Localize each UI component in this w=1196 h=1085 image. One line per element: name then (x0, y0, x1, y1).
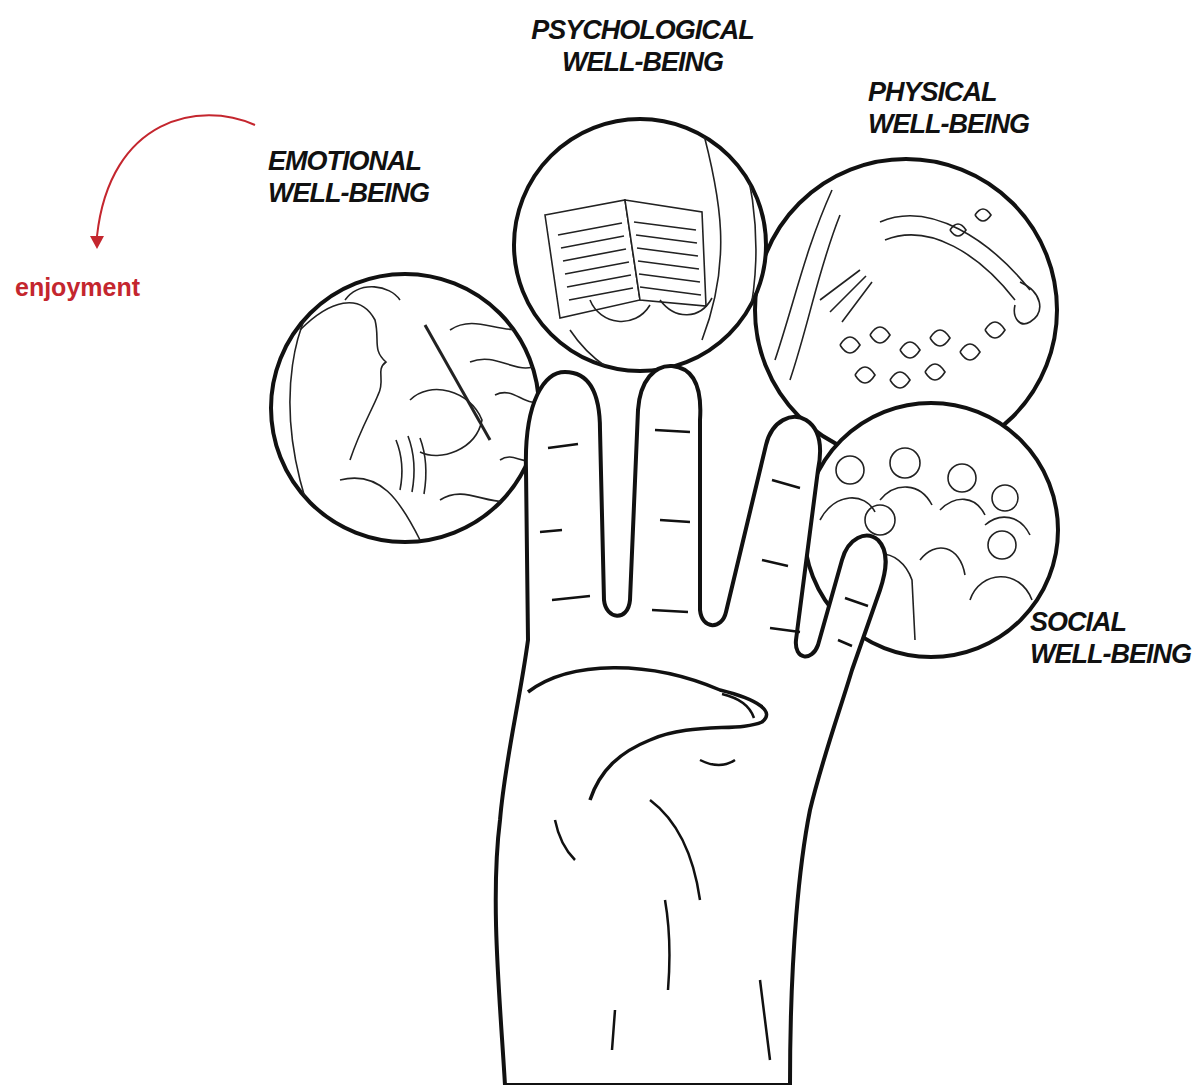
circle-shape (271, 274, 539, 542)
circle-shape (804, 403, 1058, 657)
category-heading: PSYCHOLOGICAL WELL-BEING (505, 14, 780, 78)
circle-outline (269, 272, 541, 544)
annotation-label: enjoyment (15, 273, 140, 302)
circle-shape (514, 119, 766, 371)
palm-creases (555, 760, 770, 1060)
category-heading: PHYSICAL WELL-BEING (868, 76, 1068, 140)
category-heading: SOCIAL WELL-BEING (1030, 606, 1195, 670)
illustrated-circle: SOCIAL WELL-BEING (802, 401, 1060, 659)
thumb-nail (722, 694, 754, 718)
illustrated-circle: PSYCHOLOGICAL WELL-BEING (512, 117, 768, 373)
circle-outline (802, 401, 1060, 659)
circle-outline (512, 117, 768, 373)
thumb-outline (528, 668, 767, 800)
illustrated-circle: EMOTIONAL WELL-BEING (269, 272, 541, 544)
arrow-head (90, 236, 104, 249)
category-heading: EMOTIONAL WELL-BEING (268, 145, 468, 209)
leader-arrow (97, 115, 255, 236)
